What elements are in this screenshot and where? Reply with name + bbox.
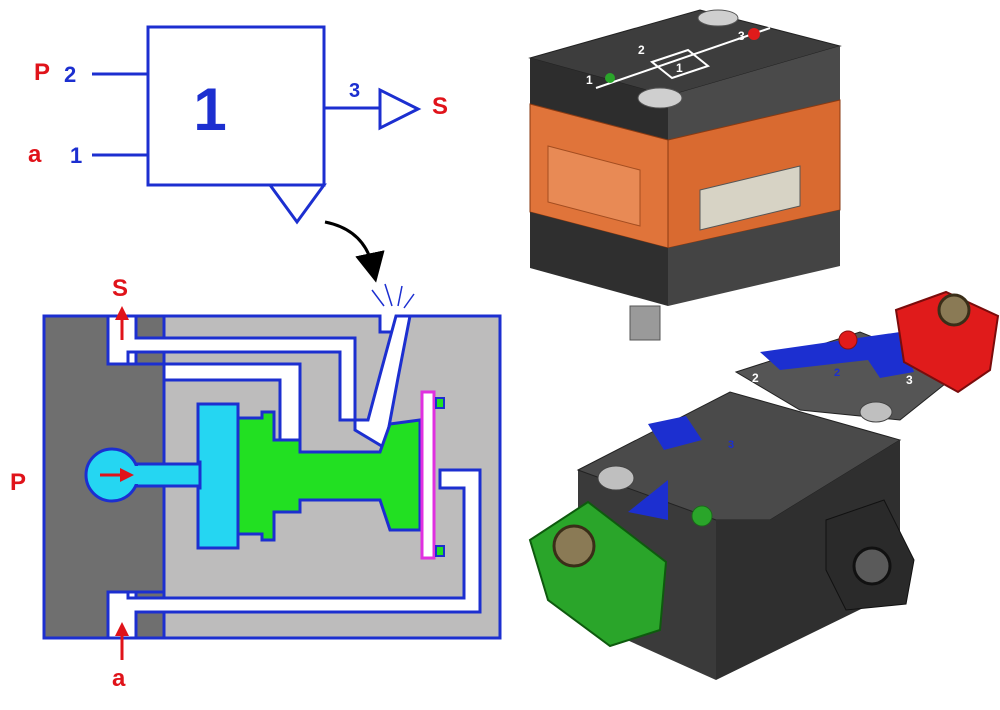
open-screw-2	[859, 401, 893, 423]
open-red-fitting	[838, 330, 858, 350]
seat-stop-bottom	[435, 545, 445, 557]
port-p-letter: P	[34, 59, 50, 86]
open-screw-1	[597, 465, 635, 491]
section-view: S P a	[10, 275, 502, 692]
exhaust-triangle	[378, 87, 422, 131]
flow-arrow-a	[115, 622, 129, 660]
module-label-window	[699, 165, 801, 231]
port-a-number: 1	[70, 143, 82, 168]
port-s-letter: S	[432, 93, 448, 120]
exhaust-rays	[371, 283, 415, 309]
module-bottom-side	[668, 210, 840, 306]
module-num-2: 2	[638, 43, 645, 57]
module-front-dark	[530, 58, 668, 140]
module-green-dot	[605, 73, 615, 83]
open-green-port	[552, 524, 596, 568]
open-red-cap	[894, 290, 1000, 394]
open-red-port	[937, 293, 971, 327]
open-label-3: 3	[906, 373, 913, 387]
pilot-triangle	[267, 183, 327, 225]
module-num-1: 1	[586, 73, 593, 87]
open-blue-wedge	[628, 480, 668, 520]
supply-pipe-fill	[118, 466, 202, 484]
seat-stop-top	[435, 397, 445, 409]
module-logo-window	[547, 145, 641, 227]
open-body-side	[716, 440, 900, 680]
open-label-2a: 2	[834, 367, 840, 379]
logic-symbol: 1 P 2 a 1 3 S	[28, 25, 448, 283]
module-side-dark	[668, 46, 840, 140]
port-a-letter: a	[28, 141, 42, 168]
open-blue-square	[648, 416, 702, 450]
module-pin	[629, 305, 661, 341]
module-center-1: 1	[676, 61, 683, 75]
section-label-a: a	[112, 665, 126, 692]
flow-arrow-s	[115, 306, 129, 340]
section-label-s: S	[112, 275, 128, 302]
flow-arrow-p	[100, 468, 134, 482]
curved-arrow	[324, 220, 385, 283]
port-s-number: 3	[349, 80, 360, 102]
module-num-3: 3	[738, 29, 745, 43]
open-label-2: 2	[752, 371, 759, 385]
exhaust-channel	[106, 314, 412, 451]
open-label-3a: 3	[728, 439, 734, 451]
open-side-port	[852, 546, 892, 586]
module-symbol-box	[649, 48, 711, 80]
module-bottom-front	[530, 212, 668, 306]
module-red-dot	[748, 28, 760, 40]
open-blue-channel	[760, 332, 914, 378]
module-screw-2	[697, 9, 739, 27]
section-label-p: P	[10, 469, 26, 496]
module-flow-line	[595, 27, 771, 89]
port-p-number: 2	[64, 62, 76, 87]
module-screw-1	[637, 87, 683, 109]
module-open: 2 3 2 3	[528, 290, 1000, 680]
open-green-fitting	[691, 505, 713, 527]
symbol-block	[146, 25, 326, 187]
module-closed: 1 2 3 1	[528, 9, 842, 341]
seat-membrane	[420, 390, 436, 560]
pilot-channel	[106, 468, 482, 640]
piston	[236, 410, 422, 542]
symbol-block-number: 1	[193, 76, 226, 143]
